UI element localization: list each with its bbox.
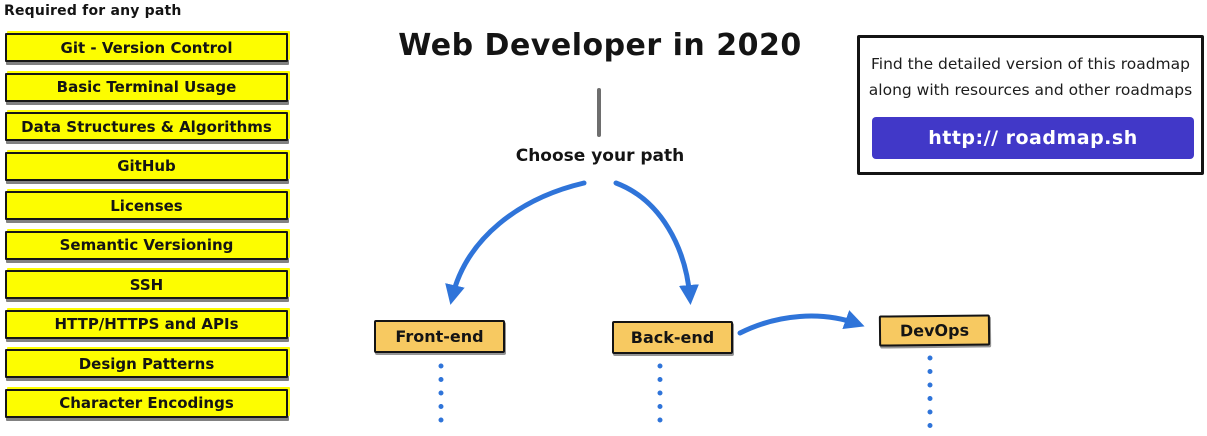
split-arrow-right-icon bbox=[613, 180, 699, 305]
topic-box-http[interactable]: HTTP/HTTPS and APIs bbox=[5, 309, 288, 339]
page-title: Web Developer in 2020 bbox=[398, 28, 802, 63]
topic-box-git[interactable]: Git - Version Control bbox=[5, 33, 288, 62]
sidebar-heading: Required for any path bbox=[4, 3, 182, 19]
info-text-line2: along with resources and other roadmaps bbox=[868, 81, 1193, 99]
path-box-backend[interactable]: Back-end bbox=[612, 321, 733, 354]
topic-box-design-patterns[interactable]: Design Patterns bbox=[5, 349, 288, 378]
topic-box-semver[interactable]: Semantic Versioning bbox=[5, 230, 288, 260]
required-topics-list: Git - Version Control Basic Terminal Usa… bbox=[5, 33, 288, 428]
roadmap-info-box: Find the detailed version of this roadma… bbox=[857, 35, 1204, 175]
topic-box-licenses[interactable]: Licenses bbox=[5, 191, 288, 220]
path-box-frontend[interactable]: Front-end bbox=[374, 320, 505, 353]
topic-box-github[interactable]: GitHub bbox=[5, 151, 288, 181]
topic-box-dsa[interactable]: Data Structures & Algorithms bbox=[5, 112, 288, 141]
split-arrow-left-icon bbox=[445, 180, 587, 305]
title-stem-line bbox=[597, 88, 601, 137]
info-text-line1: Find the detailed version of this roadma… bbox=[871, 55, 1190, 73]
backend-to-devops-arrow-icon bbox=[737, 310, 865, 336]
roadmap-url-button[interactable]: http:// roadmap.sh bbox=[872, 117, 1194, 159]
topic-box-terminal[interactable]: Basic Terminal Usage bbox=[5, 72, 288, 102]
info-text: Find the detailed version of this roadma… bbox=[860, 51, 1201, 103]
choose-path-label: Choose your path bbox=[515, 146, 685, 166]
path-box-devops[interactable]: DevOps bbox=[878, 314, 991, 347]
topic-box-encodings[interactable]: Character Encodings bbox=[5, 388, 288, 418]
topic-box-ssh[interactable]: SSH bbox=[5, 270, 288, 299]
